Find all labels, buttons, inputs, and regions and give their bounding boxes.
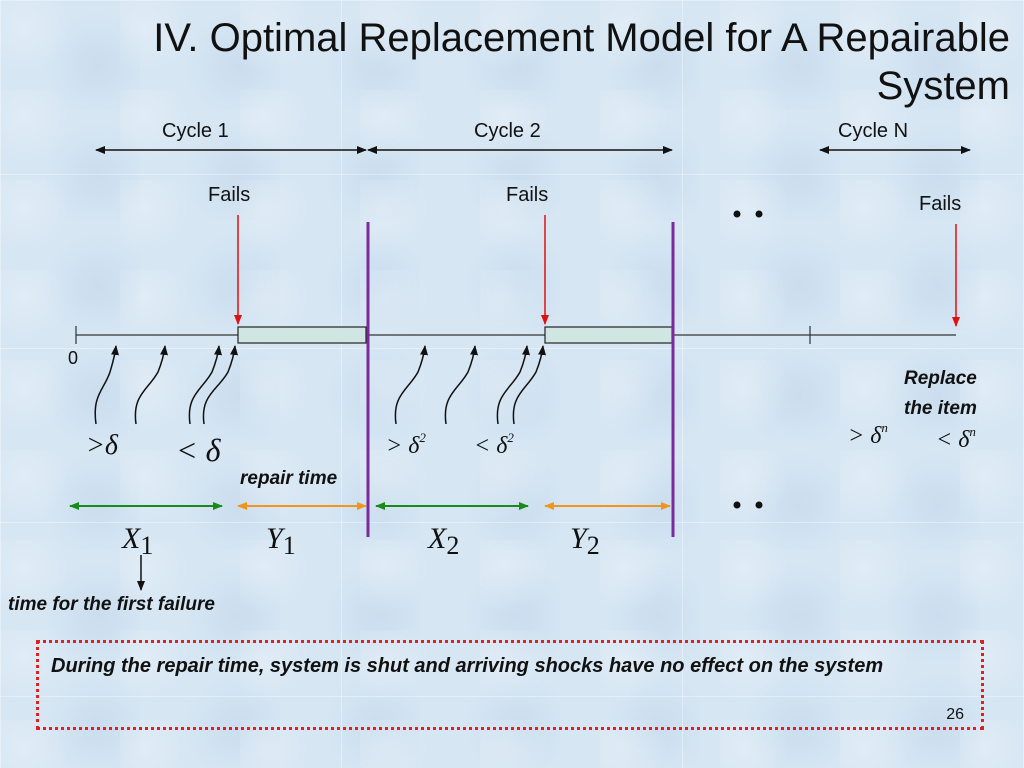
fails-label-1: Fails xyxy=(208,184,251,206)
shock-threshold-gt-n: > δn xyxy=(848,420,888,449)
shock-arrow xyxy=(444,345,478,425)
shock-arrow xyxy=(512,345,546,425)
repair-interval-box-1 xyxy=(237,326,367,344)
ellipsis-dot xyxy=(755,501,763,509)
title-line-1: IV. Optimal Replacement Model for A Repa… xyxy=(153,16,1010,60)
repair-note-text: During the repair time, system is shut a… xyxy=(51,655,884,677)
ellipsis-dot xyxy=(755,210,763,218)
replace-label-line-1: Replace xyxy=(904,368,977,389)
shock-arrow xyxy=(94,345,119,425)
origin-label: 0 xyxy=(68,348,79,368)
fails-label-2: Fails xyxy=(506,184,549,206)
replace-label-line-2: the item xyxy=(904,398,977,419)
fails-label-n: Fails xyxy=(919,193,962,215)
shock-arrow xyxy=(134,345,168,425)
repair-note-box: During the repair time, system is shut a… xyxy=(36,640,984,730)
shock-arrow xyxy=(394,345,428,425)
shock-threshold-lt-2: < δ2 xyxy=(474,430,514,459)
shock-arrow xyxy=(202,345,238,425)
variable-x1: X1 xyxy=(122,522,154,560)
replace-label: Replace the item xyxy=(904,364,977,424)
repair-time-label: repair time xyxy=(240,468,338,489)
variable-y2: Y2 xyxy=(570,522,600,560)
shock-arrow xyxy=(496,345,530,425)
variable-x2: X2 xyxy=(428,522,460,560)
shock-threshold-gt-2: > δ2 xyxy=(386,430,426,459)
shock-threshold-gt-1: >δ xyxy=(86,430,118,461)
shock-arrow xyxy=(188,345,222,425)
repair-interval-box-2 xyxy=(544,326,673,344)
cycle-2-label: Cycle 2 xyxy=(474,120,541,142)
shock-threshold-lt-1: < δ xyxy=(176,432,221,468)
shock-threshold-lt-n: < δn xyxy=(936,424,976,453)
page-title: IV. Optimal Replacement Model for A Repa… xyxy=(10,14,1010,110)
page-number: 26 xyxy=(946,706,964,723)
variable-y1: Y1 xyxy=(266,522,296,560)
title-line-2: System xyxy=(876,64,1010,108)
first-failure-label: time for the first failure xyxy=(8,594,215,615)
cycle-n-label: Cycle N xyxy=(838,120,909,142)
ellipsis-dot xyxy=(733,501,741,509)
ellipsis-dot xyxy=(733,210,741,218)
cycle-1-label: Cycle 1 xyxy=(162,120,229,142)
